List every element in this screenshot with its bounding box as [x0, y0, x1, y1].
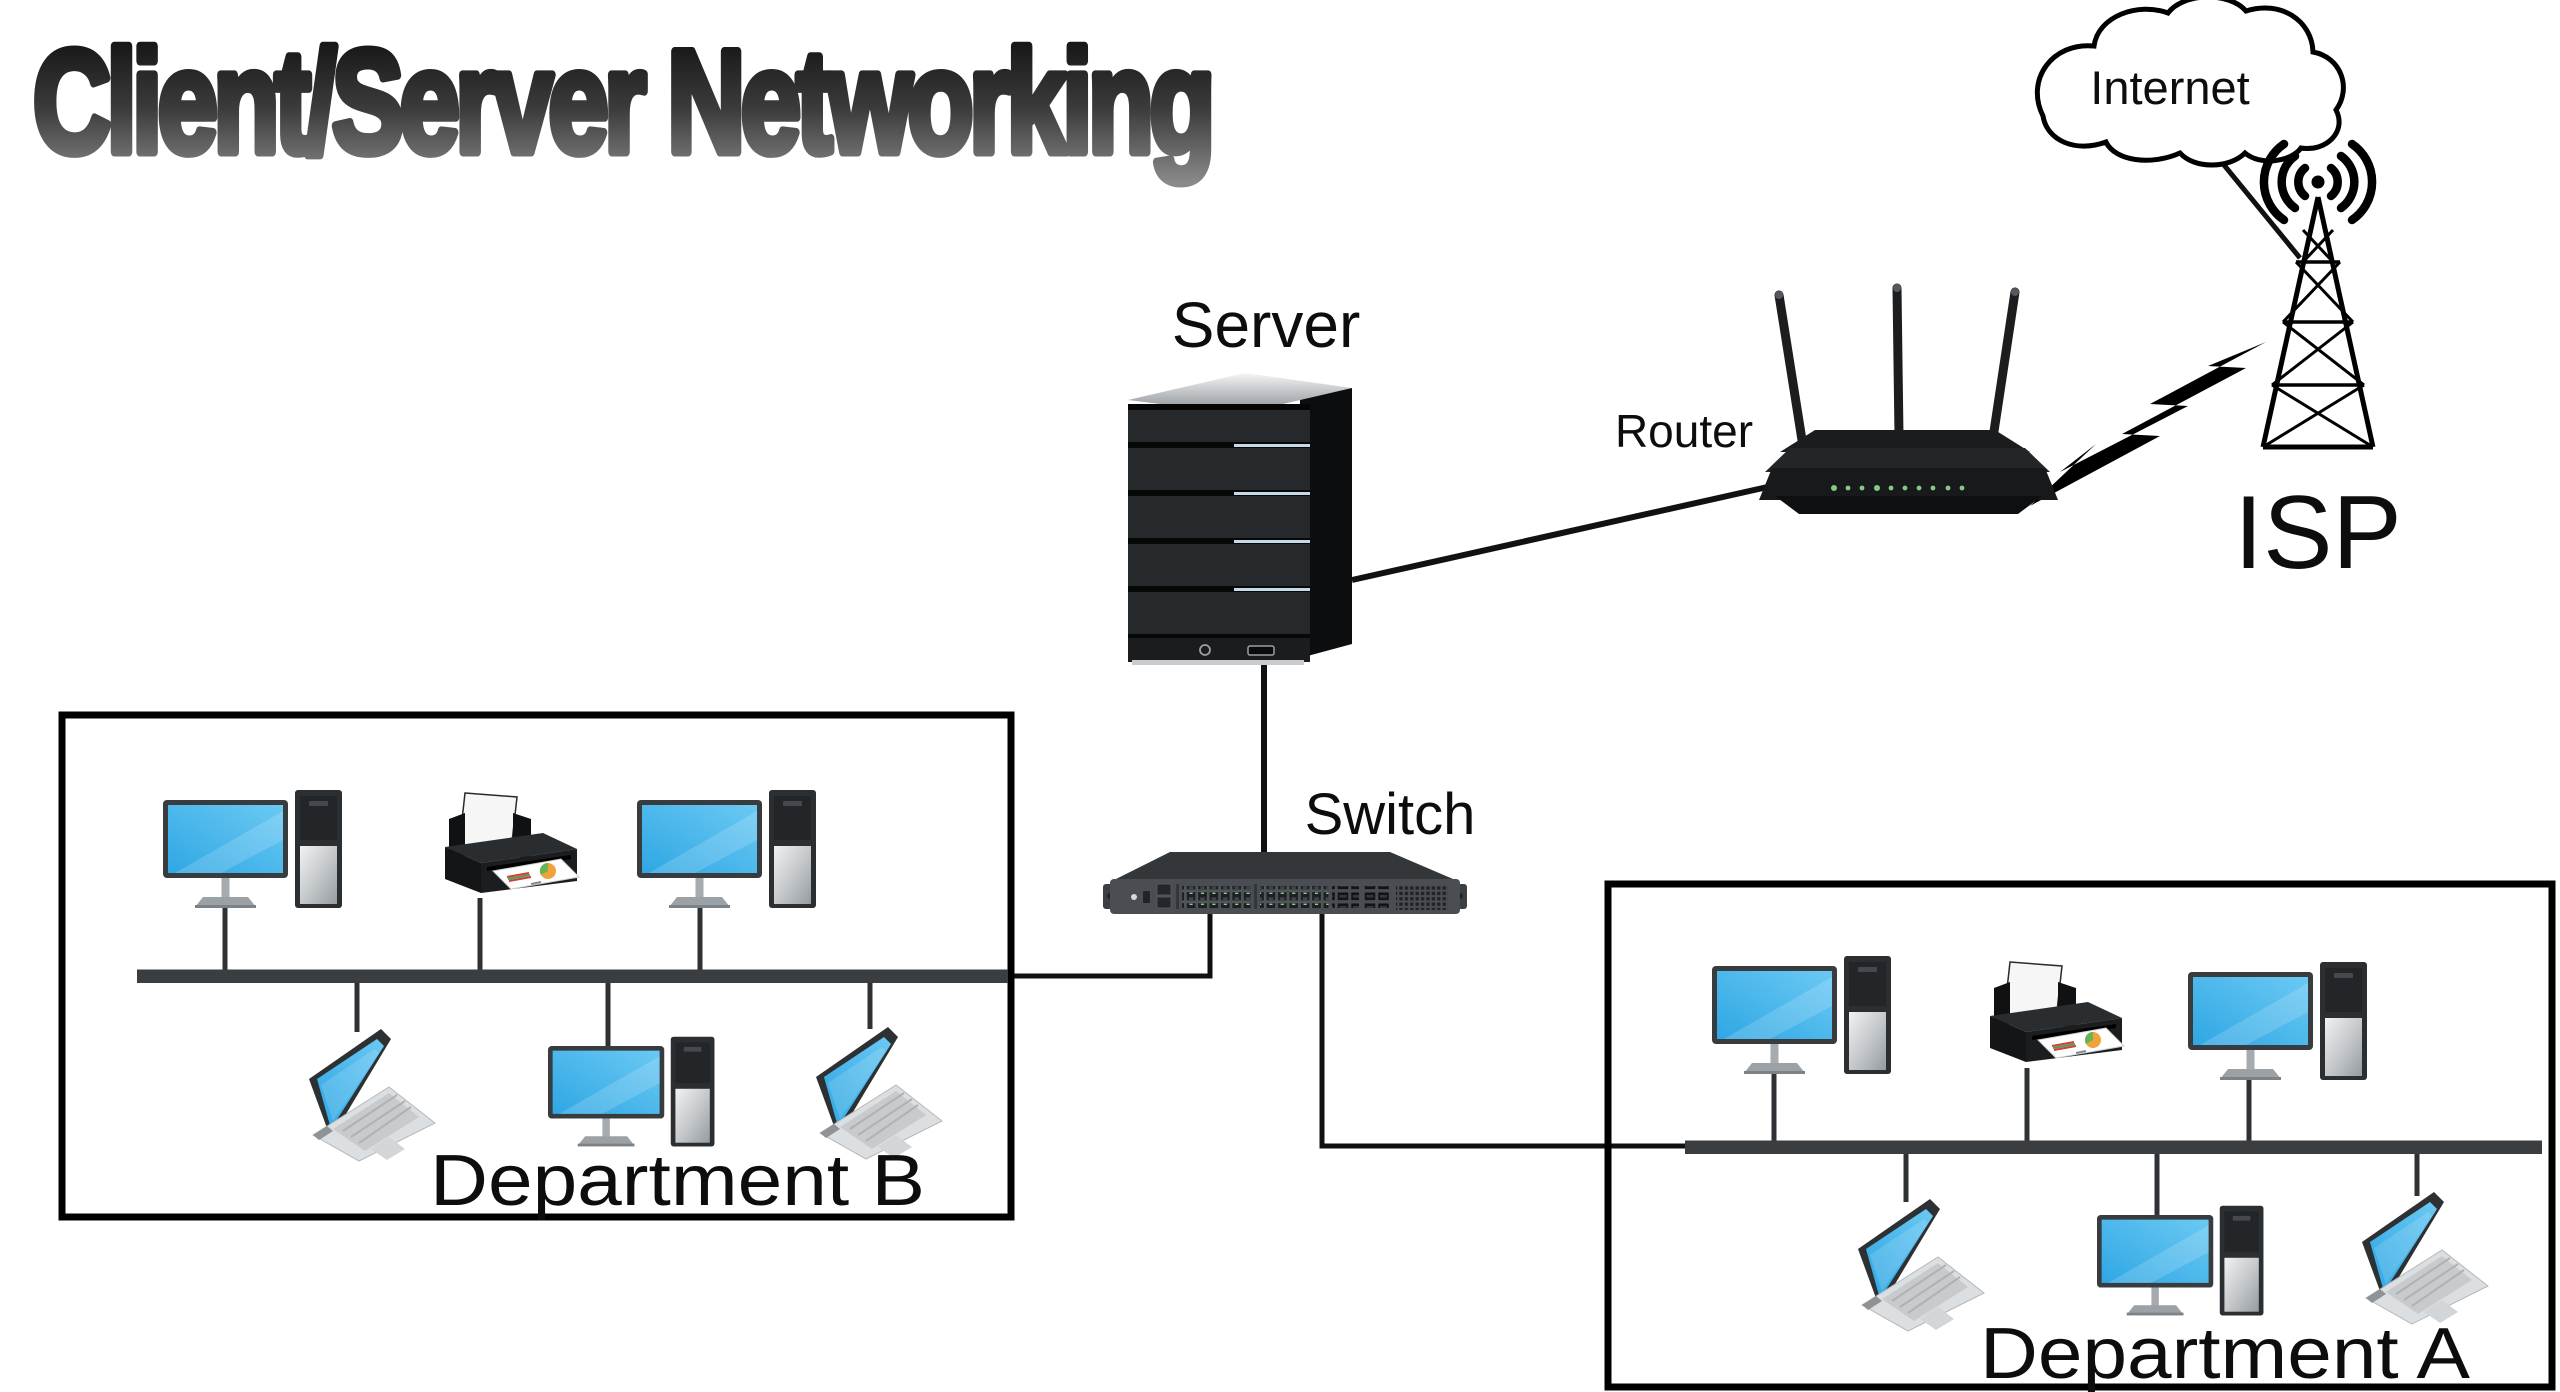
- department-b-label: Department B: [430, 1141, 925, 1221]
- department-a-label: Department A: [1980, 1314, 2470, 1392]
- isp-label: ISP: [2234, 475, 2402, 591]
- desktop-icon: [163, 790, 342, 908]
- link-switch-deptB: [1008, 910, 1213, 979]
- department-a-box: [1604, 880, 2556, 1391]
- department-b-drop-lines: [222, 896, 873, 1050]
- desktop-icon: [1712, 956, 1891, 1074]
- department-b-bus-bar: [137, 969, 1008, 983]
- department-b-box: [58, 711, 1015, 1221]
- desktop-icon: [2188, 962, 2367, 1080]
- desktop-icon: [548, 1036, 715, 1147]
- printer-icon: [1989, 961, 2125, 1063]
- router-icon: Router: [1615, 283, 2058, 514]
- department-b: Department B: [58, 711, 1015, 1221]
- server-label: Server: [1172, 289, 1361, 361]
- router-led-lights: [1831, 485, 1965, 491]
- department-a-bus-bar: [1685, 1140, 2542, 1154]
- page-title: Client/Server Networking: [33, 20, 1211, 183]
- internet-cloud: Internet: [2034, 0, 2346, 168]
- server-icon: Server: [1128, 289, 1360, 665]
- link-switch-deptA: [1319, 910, 1690, 1149]
- server-slot-lights: [1234, 444, 1310, 591]
- laptop-icon: [815, 1026, 943, 1160]
- link-server-router: [1351, 483, 1773, 583]
- cloud-icon: [2034, 0, 2346, 168]
- connection-lines: [1008, 130, 2302, 1149]
- printer-icon: [444, 792, 580, 894]
- desktop-icon: [637, 790, 816, 908]
- lightning-icon: [2030, 342, 2266, 506]
- laptop-icon: [1857, 1198, 1985, 1332]
- router-label: Router: [1615, 405, 1753, 457]
- internet-label: Internet: [2090, 61, 2249, 114]
- radio-tower-icon: [2260, 196, 2376, 450]
- isp-node: ISP: [2234, 139, 2402, 591]
- laptop-icon: [308, 1028, 436, 1162]
- department-a: Department A: [1604, 880, 2556, 1392]
- switch-icon: Switch: [1103, 782, 1475, 914]
- wifi-signal-icon: [2259, 139, 2377, 225]
- desktop-icon: [2097, 1205, 2264, 1316]
- laptop-icon: [2361, 1191, 2489, 1325]
- switch-label: Switch: [1305, 782, 1476, 847]
